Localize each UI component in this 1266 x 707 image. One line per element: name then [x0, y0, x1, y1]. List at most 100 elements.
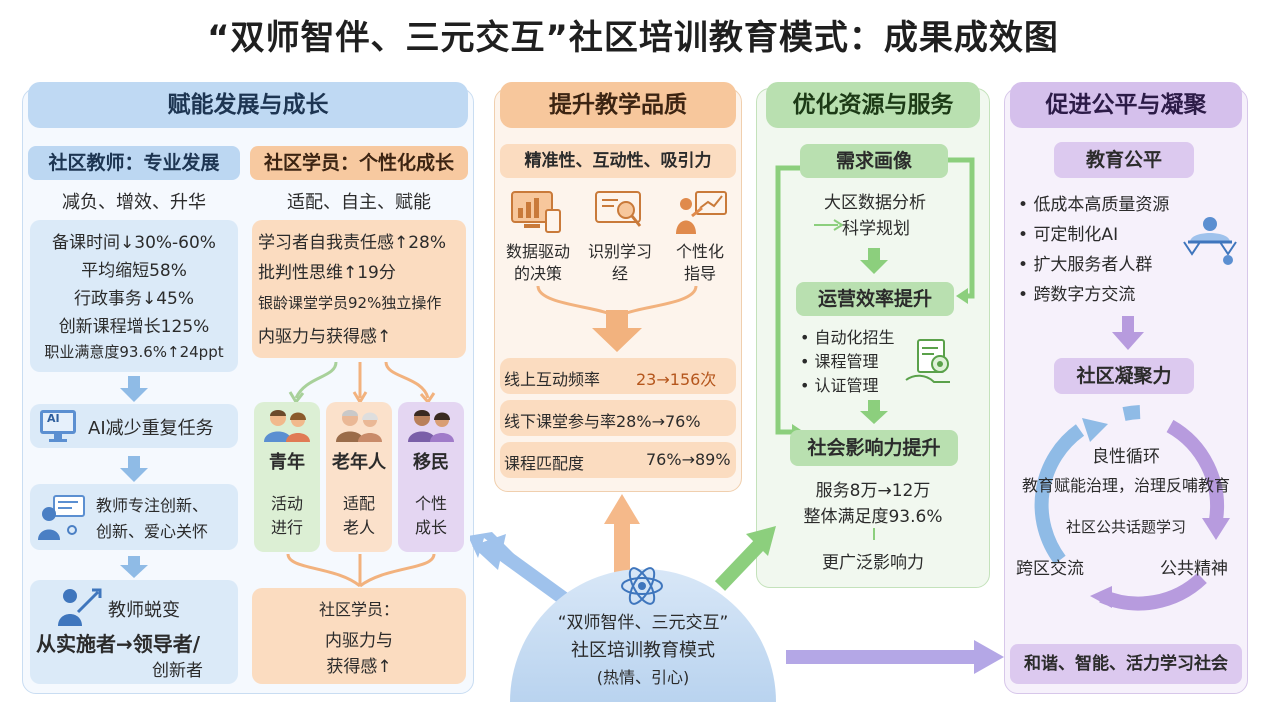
teacher-focus-l2: 创新、爱心关怀 [96, 522, 209, 541]
small-arrow-icon [814, 219, 844, 231]
center-title-l1: “双师智伴、三元交互” [557, 613, 729, 633]
student-result-l1: 内驱力与 [325, 631, 393, 651]
center-hub-shape [510, 569, 776, 702]
teacher-pointing-icon [58, 588, 102, 626]
panel-header-resources-services: 优化资源与服务 [766, 82, 980, 128]
down-arrow-icon [120, 376, 148, 402]
final-outcome-label: 和谐、智能、活力学习社会 [1010, 644, 1242, 684]
teacher-stat: 行政事务↓45% [73, 289, 195, 309]
personal-guidance-icon [676, 191, 727, 234]
ops-efficiency-label: 运营效率提升 [796, 282, 954, 316]
center-title-l2: 社区培训教育模式 [571, 640, 715, 661]
student-stats-box [252, 220, 466, 358]
metric-value: 23→156次 [636, 370, 717, 389]
funnel-arrows-icon [536, 285, 698, 352]
group-desc-elderly: 老人 [342, 518, 375, 537]
metric-label: 线上互动频率 [504, 370, 601, 389]
demand-profile-label: 需求画像 [800, 144, 948, 178]
student-result-l2: 获得感↑ [326, 657, 392, 677]
group-card-youth [254, 402, 320, 552]
document-gear-icon [905, 339, 950, 383]
cycle-title: 良性循环 [1092, 447, 1160, 467]
impact-detail-l1: 服务8万→12万 [815, 481, 931, 501]
data-dashboard-icon [511, 191, 561, 233]
teacher-stat: 创新课程增长125% [58, 317, 210, 337]
student-stat: 银龄课堂学员92%独立操作 [258, 294, 442, 312]
cycle-line-1: 教育赋能治理，治理反哺教育 [1021, 476, 1230, 495]
group-name-elderly: 老年人 [332, 452, 386, 473]
student-tagline: 适配、自主、赋能 [287, 192, 431, 213]
metric-label: 课程匹配度 [504, 454, 585, 473]
panel-header-empowerment: 赋能发展与成长 [28, 82, 468, 128]
teacher-stat: 平均缩短58% [81, 261, 187, 281]
student-result-box [252, 588, 466, 684]
community-cohesion-label: 社区凝聚力 [1054, 358, 1194, 394]
student-title: 社区学员：个性化成长 [250, 146, 468, 180]
panel-header-equity-cohesion: 促进公平与凝聚 [1010, 82, 1242, 128]
feature-label-guidance: 指导 [683, 264, 716, 283]
metric-value: 76%→89% [646, 450, 731, 469]
teacher-transform-title: 教师蜕变 [108, 600, 180, 621]
group-name-migrants: 移民 [413, 452, 449, 473]
feature-label-data: 的决策 [513, 264, 562, 283]
down-arrow-icon [120, 456, 148, 482]
group-desc-youth: 活动 [270, 494, 303, 513]
metric-row [500, 358, 736, 394]
teacher-transform-sub: 创新者 [152, 661, 203, 681]
metric-row [500, 400, 736, 436]
teacher-tagline: 减负、增效、升华 [62, 192, 206, 213]
teacher-presenting-icon [38, 495, 85, 540]
ai-brain-icon [621, 567, 663, 605]
migrants-icon [408, 410, 454, 442]
teacher-transform-main: 从实施者→领导者/ [36, 632, 201, 656]
down-arrow-icon [1112, 316, 1144, 350]
ops-item: • 自动化招生 [800, 328, 895, 347]
ai-label: AI [47, 412, 60, 425]
group-card-migrants [398, 402, 464, 552]
ai-monitor-icon [40, 410, 76, 442]
cycle-right-label: 公共精神 [1160, 559, 1228, 579]
student-result-title: 社区学员： [318, 600, 399, 619]
education-equity-label: 教育公平 [1054, 142, 1194, 178]
virtuous-cycle-icon [1034, 405, 1230, 611]
student-stat: 内驱力与获得感↑ [258, 327, 392, 347]
balance-scale-icon [1183, 217, 1237, 265]
impact-detail-l3: 更广泛影响力 [822, 553, 924, 573]
student-stat: 批判性思维↑19分 [258, 263, 396, 283]
group-desc-migrants: 个性 [414, 494, 447, 513]
teacher-focus-l1: 教师专注创新、 [96, 496, 209, 515]
feature-label-guidance: 个性化 [675, 242, 724, 261]
group-card-elderly [326, 402, 392, 552]
teaching-tagline: 精准性、互动性、吸引力 [500, 144, 736, 178]
panel-header-teaching-quality: 提升教学品质 [500, 82, 736, 128]
cycle-line-2: 社区公共话题学习 [1065, 518, 1186, 536]
metric-label: 线下课堂参与率28%→76% [504, 412, 701, 431]
flow-arrows-icon [470, 494, 1004, 674]
teacher-stat: 备课时间↓30%-60% [52, 233, 216, 253]
down-arrow-icon [860, 248, 888, 274]
feature-label-identify: 经 [611, 264, 628, 283]
teacher-stats-box [30, 220, 238, 372]
demand-detail-l1: 大区数据分析 [824, 193, 926, 213]
ops-item: • 课程管理 [800, 352, 879, 371]
group-desc-youth: 进行 [270, 518, 303, 537]
youth-icon [264, 410, 310, 442]
group-desc-elderly: 适配 [342, 494, 375, 513]
ops-item: • 认证管理 [800, 376, 879, 395]
merge-arrows-icon [286, 553, 436, 588]
elderly-icon [336, 410, 382, 442]
equity-item: • 低成本高质量资源 [1018, 195, 1170, 215]
group-name-youth: 青年 [269, 452, 305, 473]
demand-detail-l2: 科学规划 [842, 219, 910, 239]
down-arrow-icon [860, 400, 888, 424]
group-desc-migrants: 成长 [414, 518, 447, 537]
feature-label-data: 数据驱动 [505, 242, 570, 261]
student-stat: 学习者自我责任感↑28% [258, 233, 447, 253]
feature-label-identify: 识别学习 [587, 242, 652, 261]
impact-detail-l2: 整体满足度93.6% [803, 507, 943, 527]
center-title-l3: (热情、引心) [596, 668, 690, 687]
search-screen-icon [595, 191, 642, 227]
social-impact-label: 社会影响力提升 [790, 430, 958, 466]
equity-item: • 跨数字方交流 [1018, 285, 1136, 305]
equity-item: • 可定制化AI [1018, 225, 1119, 245]
